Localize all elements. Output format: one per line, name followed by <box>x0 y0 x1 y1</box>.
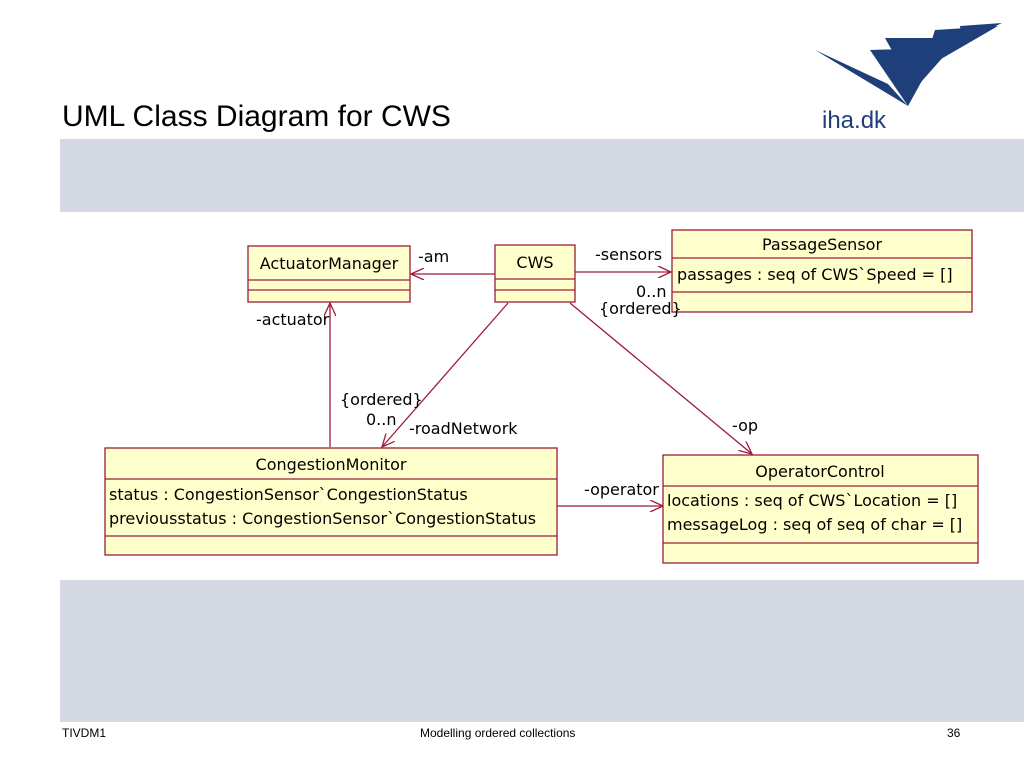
class-operator-control: OperatorControl locations : seq of CWS`L… <box>662 454 979 564</box>
class-name: OperatorControl <box>755 462 884 481</box>
class-attribute: previousstatus : CongestionSensor`Conges… <box>109 509 536 528</box>
class-actuator-manager: ActuatorManager <box>247 245 411 303</box>
assoc-roadnetwork-line <box>382 302 509 447</box>
class-congestion-monitor: CongestionMonitor status : CongestionSen… <box>104 447 558 556</box>
class-name: CWS <box>516 253 553 272</box>
role-label-sensors: -sensors <box>595 245 662 264</box>
slide-title: UML Class Diagram for CWS <box>62 100 451 133</box>
footer-topic: Modelling ordered collections <box>420 726 576 740</box>
role-label-operator: -operator <box>584 480 659 499</box>
role-label-roadnetwork: -roadNetwork <box>409 419 518 438</box>
header-band <box>60 139 1024 212</box>
class-attribute: messageLog : seq of seq of char = [] <box>667 515 962 534</box>
class-attribute: status : CongestionSensor`CongestionStat… <box>109 485 468 504</box>
class-name: CongestionMonitor <box>256 455 407 474</box>
class-name: ActuatorManager <box>260 254 399 273</box>
logo-text: iha.dk <box>822 107 887 134</box>
iha-logo-icon <box>815 23 1002 106</box>
class-name: PassageSensor <box>762 235 882 254</box>
multiplicity-label-sensors: 0..n <box>636 282 667 301</box>
class-attribute: passages : seq of CWS`Speed = [] <box>677 265 953 284</box>
multiplicity-label-roadnetwork: 0..n <box>366 410 397 429</box>
role-label-actuator: -actuator <box>256 310 330 329</box>
role-label-am: -am <box>418 247 449 266</box>
footer-band <box>60 580 1024 722</box>
class-passage-sensor: PassageSensor passages : seq of CWS`Spee… <box>671 229 973 313</box>
class-attribute: locations : seq of CWS`Location = [] <box>667 491 957 510</box>
role-label-op: -op <box>732 416 758 435</box>
page-number: 36 <box>947 726 961 740</box>
class-cws: CWS <box>494 244 576 303</box>
constraint-label-sensors: {ordered} <box>599 299 682 318</box>
footer-course: TIVDM1 <box>62 726 107 740</box>
constraint-label-roadnetwork: {ordered} <box>340 390 423 409</box>
assoc-op-line <box>569 302 752 454</box>
